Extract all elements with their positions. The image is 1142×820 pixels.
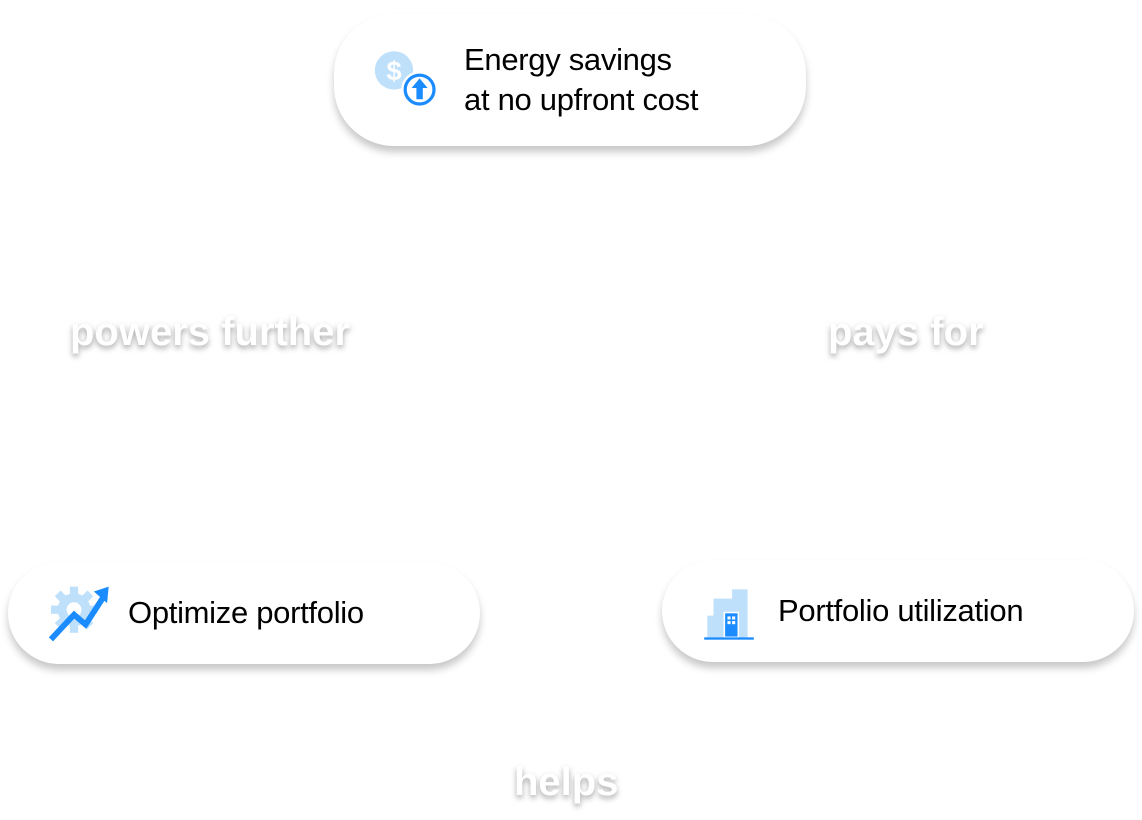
node-title-line1: Energy savings (464, 42, 672, 77)
edge-label-powers-further: powers further (70, 310, 351, 354)
node-portfolio-utilization: Portfolio utilization (662, 560, 1134, 662)
edge-label-pays-for: pays for (828, 310, 984, 354)
dollar-up-icon: $ (374, 51, 438, 108)
edge-label-helps: helps (514, 760, 619, 804)
buildings-icon (704, 589, 754, 640)
node-label: Optimize portfolio (128, 595, 364, 630)
node-energy-savings: $ Energy savings at no upfront cost (334, 14, 806, 146)
node-optimize-portfolio: Optimize portfolio (8, 562, 480, 664)
svg-text:$: $ (386, 55, 401, 86)
node-label: Portfolio utilization (778, 593, 1024, 628)
node-title-line2: at no upfront cost (464, 82, 699, 117)
gear-trend-icon (48, 586, 109, 642)
